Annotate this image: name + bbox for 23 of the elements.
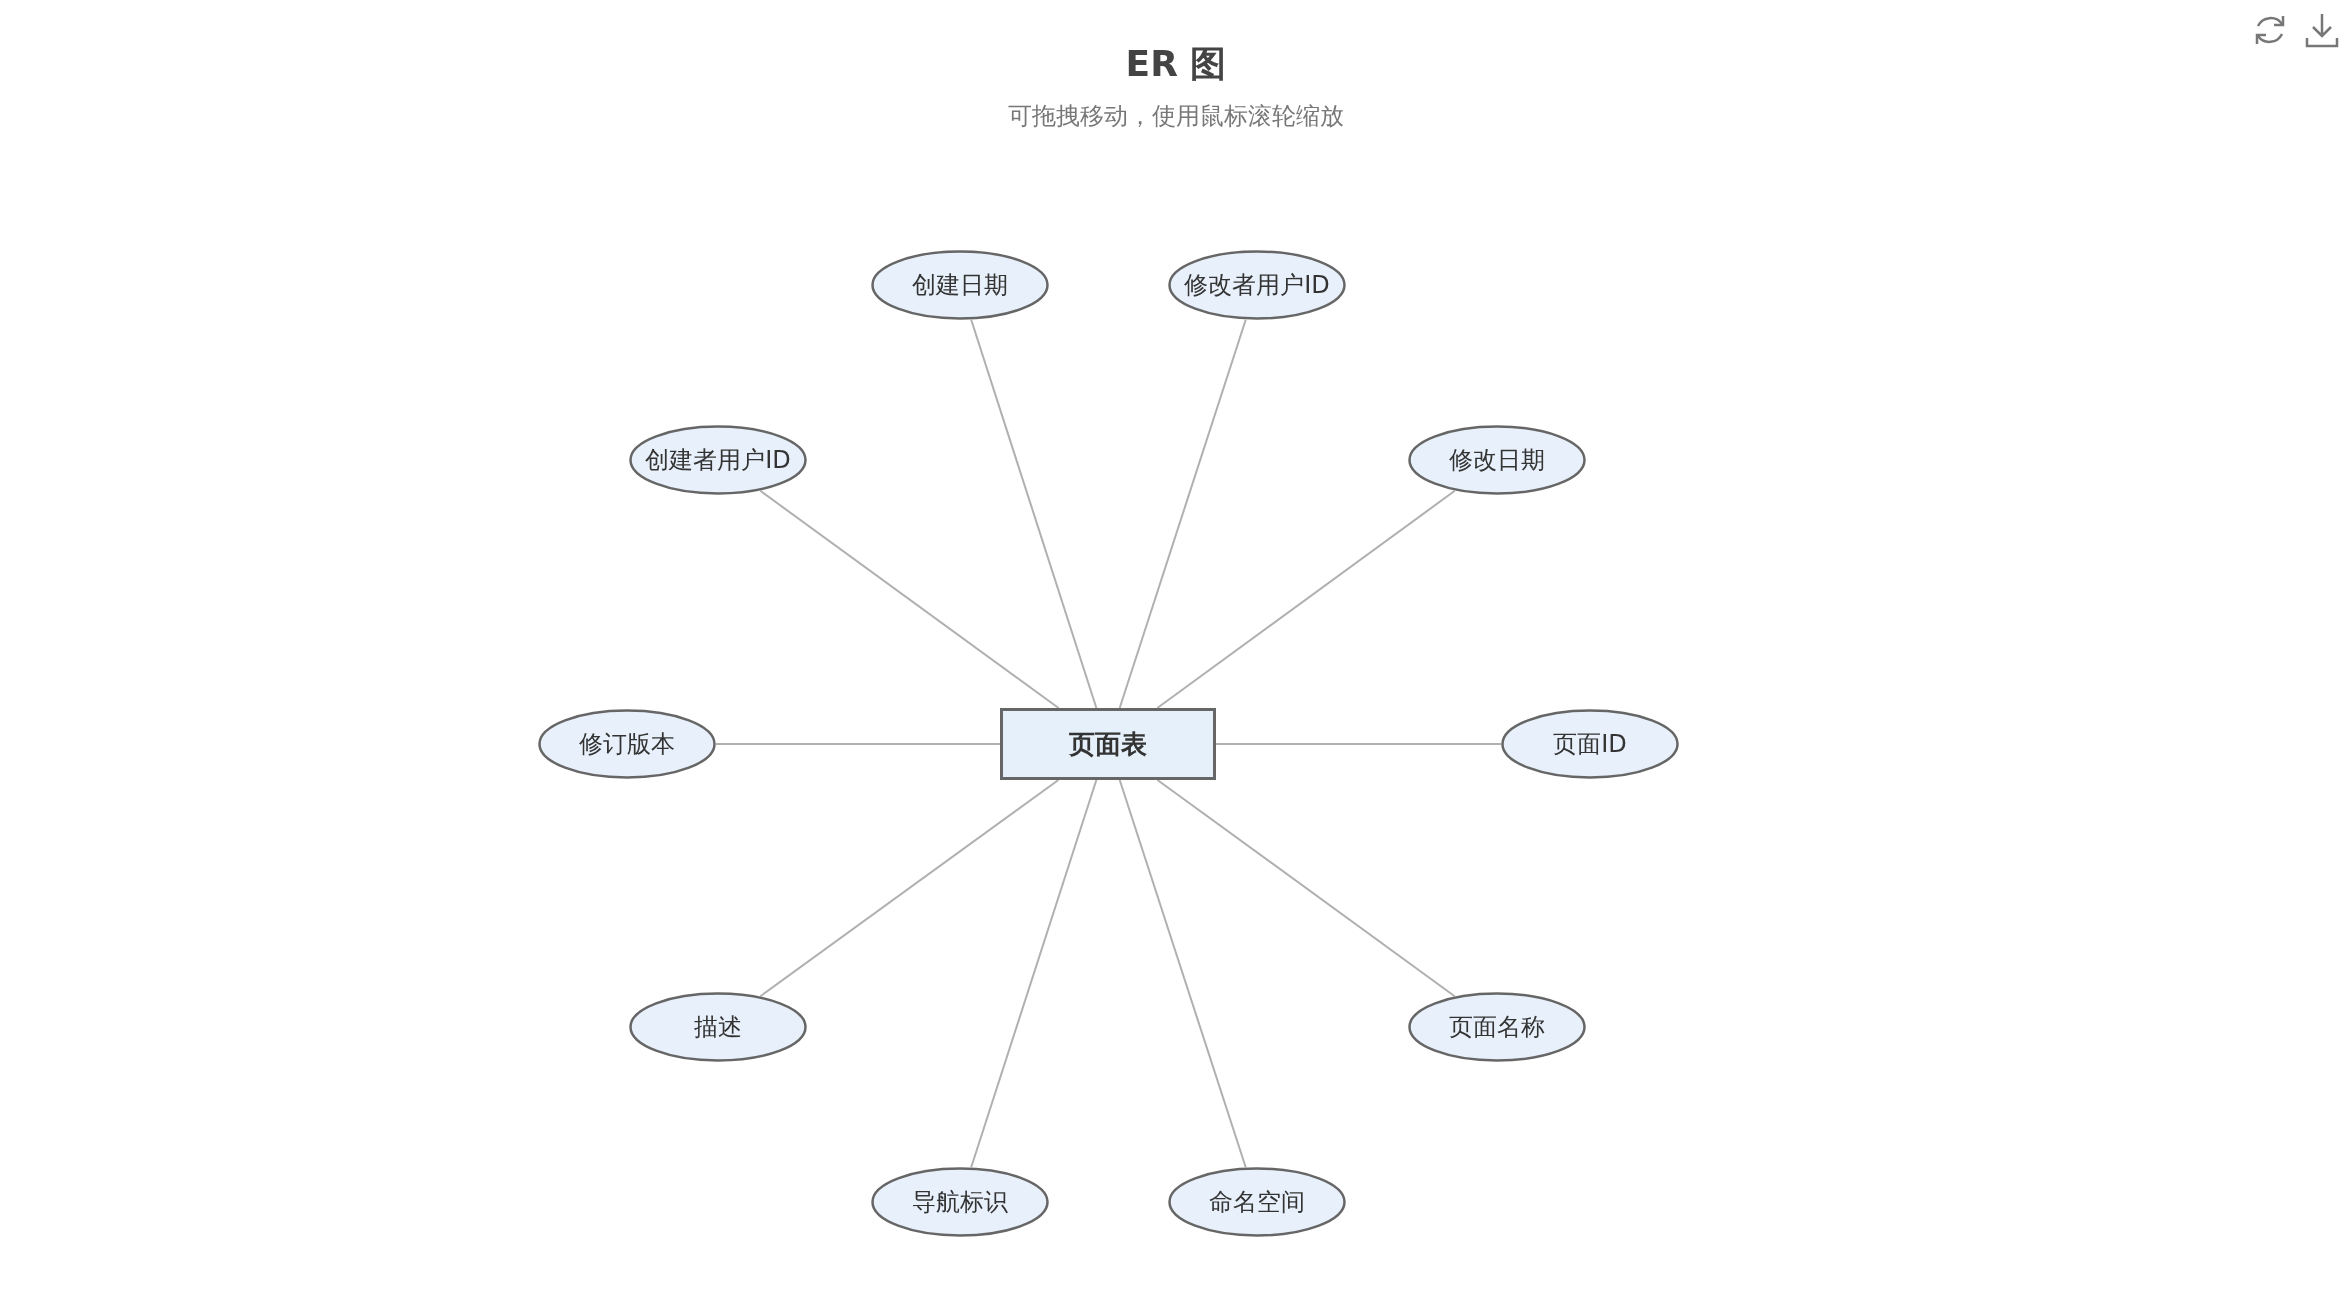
connector-line: [1215, 743, 1502, 745]
connector-line: [1118, 318, 1247, 709]
attribute-ellipse: 创建日期: [871, 250, 1049, 320]
attribute-ellipse: 修订版本: [538, 709, 716, 779]
connector-line: [970, 318, 1098, 709]
attribute-ellipse: 修改者用户ID: [1168, 250, 1346, 320]
connector-line: [1156, 779, 1456, 998]
subtitle-text: 可拖拽移动，使用鼠标滚轮缩放: [1008, 102, 1344, 130]
connector-line: [759, 489, 1060, 709]
attribute-ellipse: 页面ID: [1501, 709, 1679, 779]
connector-line: [1118, 779, 1247, 1169]
connector-line: [715, 743, 1001, 745]
connector-line: [1156, 489, 1456, 709]
diagram-title: ER 图: [1125, 43, 1227, 84]
attribute-ellipse: 创建者用户ID: [629, 425, 807, 495]
connector-line: [759, 779, 1060, 998]
attribute-ellipse: 页面名称: [1408, 992, 1586, 1062]
attribute-ellipse: 导航标识: [871, 1167, 1049, 1237]
connector-line: [970, 779, 1098, 1169]
attribute-ellipse: 描述: [629, 992, 807, 1062]
attribute-ellipse: 命名空间: [1168, 1167, 1346, 1237]
attribute-ellipse: 修改日期: [1408, 425, 1586, 495]
entity-box: 页面表: [1000, 708, 1216, 780]
